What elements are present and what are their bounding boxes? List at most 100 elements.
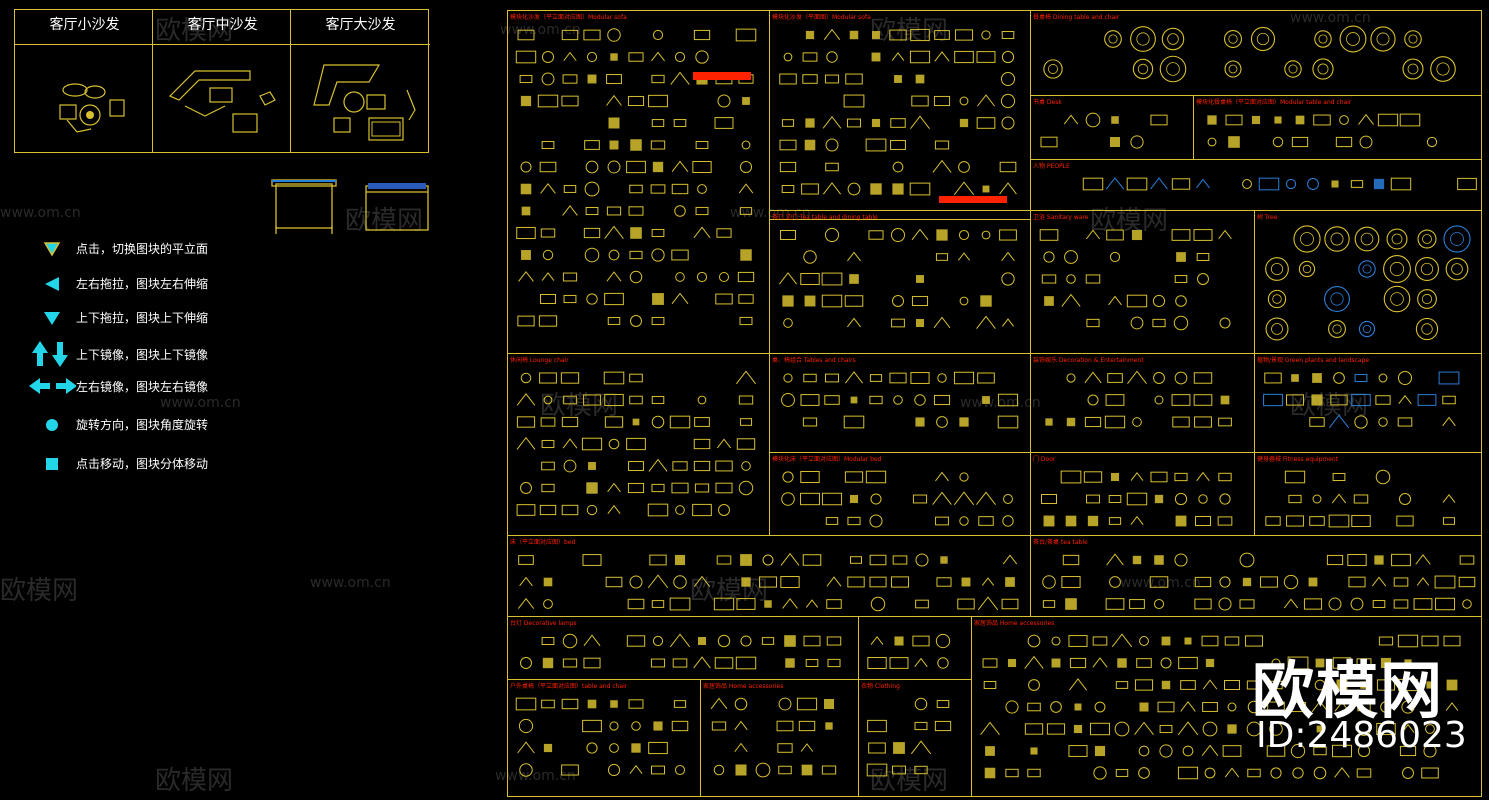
cad-symbol xyxy=(1104,30,1122,48)
cad-symbol xyxy=(805,118,815,128)
section-home-acc-cars[interactable]: 家居饰品 Home accessories xyxy=(971,616,1482,797)
cad-symbol xyxy=(561,504,579,516)
cad-symbol xyxy=(868,230,884,240)
cad-symbol xyxy=(1413,598,1433,610)
cad-symbol xyxy=(933,394,951,406)
cad-symbol xyxy=(1265,516,1281,526)
cad-symbol xyxy=(1398,678,1418,692)
cad-symbol xyxy=(696,271,708,283)
cad-symbol xyxy=(1051,636,1061,646)
cad-symbol xyxy=(695,140,709,150)
cad-symbol xyxy=(1269,722,1283,736)
cad-symbol xyxy=(1383,255,1411,283)
cad-symbol xyxy=(800,272,820,286)
cad-symbol xyxy=(651,74,665,84)
cad-symbol xyxy=(1207,137,1217,147)
cad-symbol xyxy=(562,205,578,216)
cad-symbol xyxy=(1045,418,1053,426)
cad-symbol xyxy=(849,556,863,564)
cad-symbol xyxy=(1177,766,1199,780)
cad-symbol xyxy=(1303,598,1323,610)
cad-symbol xyxy=(1415,554,1431,565)
cad-symbol xyxy=(1242,577,1252,587)
cad-symbol xyxy=(626,160,646,174)
cad-symbol xyxy=(802,554,822,566)
cad-symbol xyxy=(1117,658,1127,668)
cad-symbol xyxy=(781,185,795,193)
cad-symbol xyxy=(1265,317,1289,341)
cad-symbol xyxy=(671,482,689,494)
cad-symbol xyxy=(1339,25,1367,53)
cad-symbol xyxy=(1005,577,1015,587)
cad-symbol xyxy=(1331,493,1347,504)
cad-symbol xyxy=(847,251,861,262)
cad-symbol xyxy=(1082,177,1104,191)
cad-symbol xyxy=(1313,114,1331,126)
cad-symbol xyxy=(1171,394,1191,406)
cad-symbol xyxy=(1457,177,1477,191)
cad-symbol xyxy=(1228,64,1238,74)
cad-symbol xyxy=(653,721,663,731)
cad-symbol xyxy=(583,634,601,647)
cad-symbol xyxy=(982,658,998,668)
cad-symbol xyxy=(563,51,577,62)
cad-symbol xyxy=(1087,394,1099,406)
cad-symbol xyxy=(1451,263,1463,275)
cad-symbol xyxy=(1092,636,1108,646)
cad-symbol xyxy=(825,517,839,525)
cad-symbol xyxy=(629,395,643,405)
cad-symbol xyxy=(518,718,534,734)
cad-symbol xyxy=(1104,415,1126,429)
cad-symbol xyxy=(1289,701,1307,713)
cad-symbol xyxy=(697,395,707,405)
cad-symbol xyxy=(844,295,864,307)
cad-symbol xyxy=(674,764,686,776)
cad-symbol xyxy=(1130,472,1144,481)
cad-symbol xyxy=(1094,745,1106,757)
cad-symbol xyxy=(561,764,579,776)
cad-symbol xyxy=(1224,60,1242,78)
cad-symbol xyxy=(976,315,996,329)
cad-symbol xyxy=(821,294,843,308)
section-title: 健身器械 Fitness equipment xyxy=(1257,456,1339,463)
legend-item: 左右拖拉，图块左右伸缩 xyxy=(28,275,208,292)
cad-symbol xyxy=(674,51,686,63)
cad-symbol xyxy=(1138,767,1150,779)
cad-symbol xyxy=(607,763,621,777)
cad-symbol xyxy=(1314,679,1326,691)
sofa-panel-large[interactable]: 客厅大沙发 xyxy=(290,9,430,153)
cad-symbol xyxy=(1351,393,1371,407)
cad-symbol xyxy=(981,577,995,586)
cad-symbol xyxy=(870,183,882,195)
cad-symbol xyxy=(937,373,947,383)
cad-symbol xyxy=(1359,135,1373,149)
cad-symbol xyxy=(1397,370,1413,386)
cad-symbol xyxy=(648,94,668,108)
cad-symbol xyxy=(1242,179,1252,189)
cad-symbol xyxy=(650,658,666,668)
cad-symbol xyxy=(822,115,842,129)
cad-symbol xyxy=(933,95,951,107)
cad-symbol xyxy=(563,294,577,304)
table-elevation-symbol xyxy=(365,183,429,231)
cad-symbol xyxy=(1086,318,1100,328)
cad-symbol xyxy=(607,160,621,174)
cad-symbol xyxy=(1354,415,1368,429)
cad-symbol xyxy=(1196,471,1210,482)
cad-symbol xyxy=(978,516,994,526)
cad-symbol xyxy=(671,183,689,195)
cad-symbol xyxy=(647,574,669,589)
cad-symbol xyxy=(1136,32,1150,46)
cad-symbol xyxy=(1005,700,1019,714)
cad-symbol xyxy=(1389,261,1405,277)
legend-label: 旋转方向，图块角度旋转 xyxy=(76,418,209,432)
cad-symbol xyxy=(1399,113,1421,127)
cad-symbol xyxy=(585,206,599,216)
cad-symbol xyxy=(1105,598,1125,610)
cad-symbol xyxy=(1193,229,1213,241)
cad-symbol xyxy=(800,470,820,484)
cad-symbol xyxy=(1386,228,1408,250)
cad-symbol xyxy=(713,597,735,611)
cad-symbol xyxy=(519,74,533,84)
cad-symbol xyxy=(847,317,861,328)
